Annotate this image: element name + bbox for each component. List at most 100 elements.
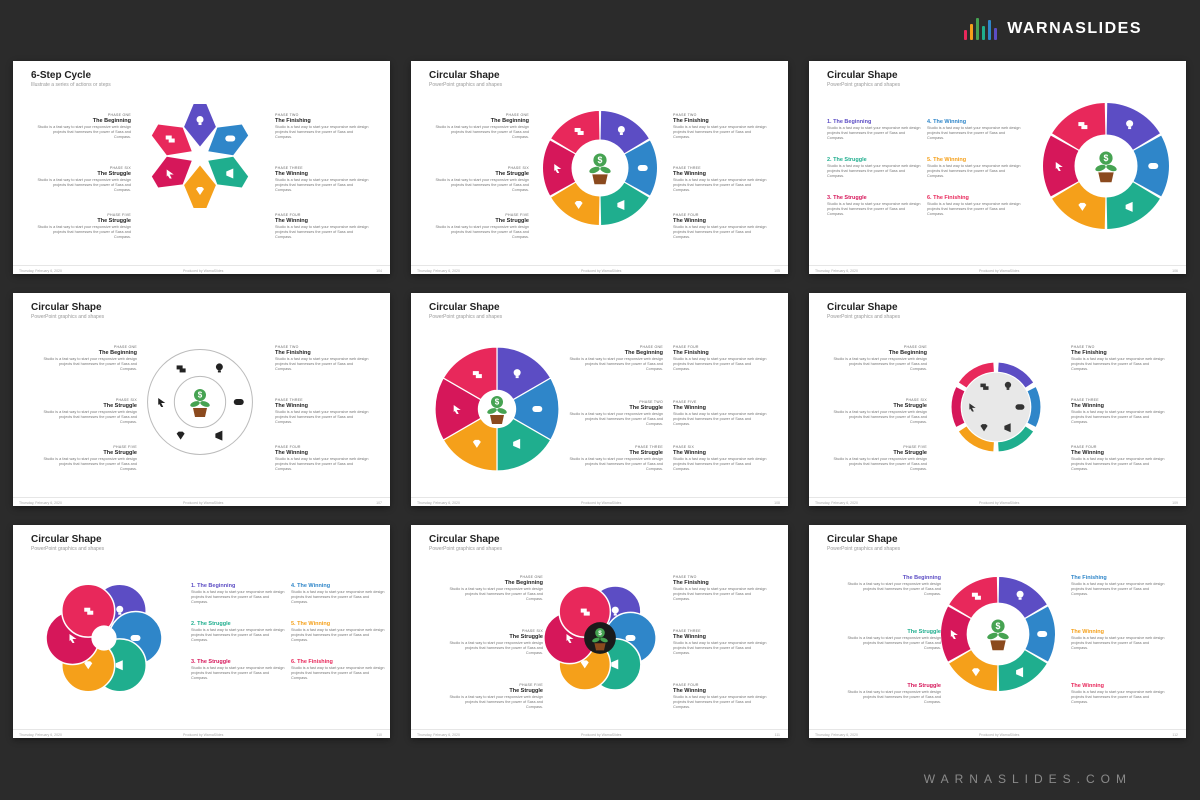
ring-segment [1052, 182, 1106, 229]
step-body: Studio is a fast way to start your respo… [435, 125, 530, 139]
slide-title: Circular Shape [429, 70, 500, 81]
step-title: The Struggle [97, 218, 131, 224]
lightbulb-icon [1016, 590, 1024, 600]
step-body: Studio is a fast way to start your respo… [673, 125, 767, 139]
footer-credit: Produced by WarnaSlides [979, 501, 1020, 505]
step-body: Studio is a fast way to start your respo… [673, 587, 767, 601]
step-title: The Struggle [907, 683, 941, 689]
phase-label: PHASE FOUR [275, 445, 301, 449]
slide-title: Circular Shape [827, 302, 898, 313]
step-body: Studio is a fast way to start your respo… [1071, 690, 1165, 704]
page-number: 111 [774, 733, 780, 737]
cursor-icon [554, 164, 562, 173]
step-title: The Winning [673, 634, 706, 640]
cursor-icon [158, 398, 166, 407]
footer-credit: Produced by WarnaSlides [581, 501, 622, 505]
center-disc [961, 372, 1031, 442]
slide-graphic: $ [147, 349, 253, 455]
footer-date: Thursday, February 6, 2020 [815, 501, 858, 505]
step-body: Studio is a fast way to start your respo… [927, 126, 1021, 140]
step-body: Studio is a fast way to start your respo… [291, 590, 385, 604]
phase-label: PHASE SIX [115, 398, 137, 402]
lightbulb-icon [617, 125, 625, 135]
diamond-icon [580, 660, 589, 669]
cycle-step-shape [184, 165, 216, 208]
flower-segment [998, 362, 1034, 388]
flower-segment [951, 387, 965, 427]
phase-label: PHASE ONE [903, 345, 927, 349]
phase-label: PHASE SIX [521, 629, 543, 633]
step-title: The Beginning [490, 118, 529, 124]
step-body: Studio is a fast way to start your respo… [275, 357, 369, 371]
step-body: Studio is a fast way to start your respo… [833, 410, 928, 424]
step-body: Studio is a fast way to start your respo… [1071, 582, 1165, 596]
footer-credit: Produced by WarnaSlides [183, 501, 224, 505]
lightbulb-icon [513, 369, 521, 379]
footer-credit: Produced by WarnaSlides [979, 733, 1020, 737]
chat-icon [1078, 122, 1088, 130]
step-body: Studio is a fast way to start your respo… [1071, 410, 1165, 424]
phase-label: PHASE TWO [1071, 345, 1095, 349]
footer-date: Thursday, February 6, 2020 [19, 733, 62, 737]
phase-label: PHASE SIX [905, 398, 927, 402]
megaphone-icon [215, 430, 223, 441]
flower-segment [1027, 387, 1041, 427]
ring-segment [949, 577, 998, 618]
ring-segment [1106, 103, 1160, 150]
step-title: The Beginning [888, 350, 927, 356]
step-title: The Struggle [907, 629, 941, 635]
diamond-icon [971, 668, 980, 677]
step-title: The Struggle [495, 171, 529, 177]
step-title: The Struggle [495, 218, 529, 224]
page-number: 112 [1172, 733, 1178, 737]
step-body: Studio is a fast way to start your respo… [1071, 457, 1165, 471]
step-body: Studio is a fast way to start your respo… [847, 582, 942, 596]
slide-subtitle: PowerPoint graphics and shapes [429, 546, 503, 552]
footer-date: Thursday, February 6, 2020 [19, 269, 62, 273]
footer-credit: Produced by WarnaSlides [581, 733, 622, 737]
phase-label: PHASE THREE [673, 629, 701, 633]
chat-icon [84, 607, 94, 615]
step-title: The Winning [673, 688, 706, 694]
slide-subtitle: PowerPoint graphics and shapes [429, 314, 503, 320]
chat-icon [574, 127, 584, 135]
cursor-icon [69, 634, 77, 643]
step-title: The Finishing [673, 580, 709, 586]
slide-subtitle: Illustrate a series of actions or steps [31, 82, 111, 88]
cursor-icon [453, 405, 461, 414]
slide-title: Circular Shape [827, 70, 898, 81]
step-body: Studio is a fast way to start your respo… [673, 178, 767, 192]
diamond-icon [980, 424, 988, 432]
gamepad-icon [225, 135, 236, 142]
gamepad-icon [1037, 631, 1048, 637]
step-body: Studio is a fast way to start your respo… [275, 225, 369, 239]
footer-date: Thursday, February 6, 2020 [417, 269, 460, 273]
phase-label: PHASE SIX [109, 166, 131, 170]
step-title: The Winning [1071, 629, 1104, 635]
